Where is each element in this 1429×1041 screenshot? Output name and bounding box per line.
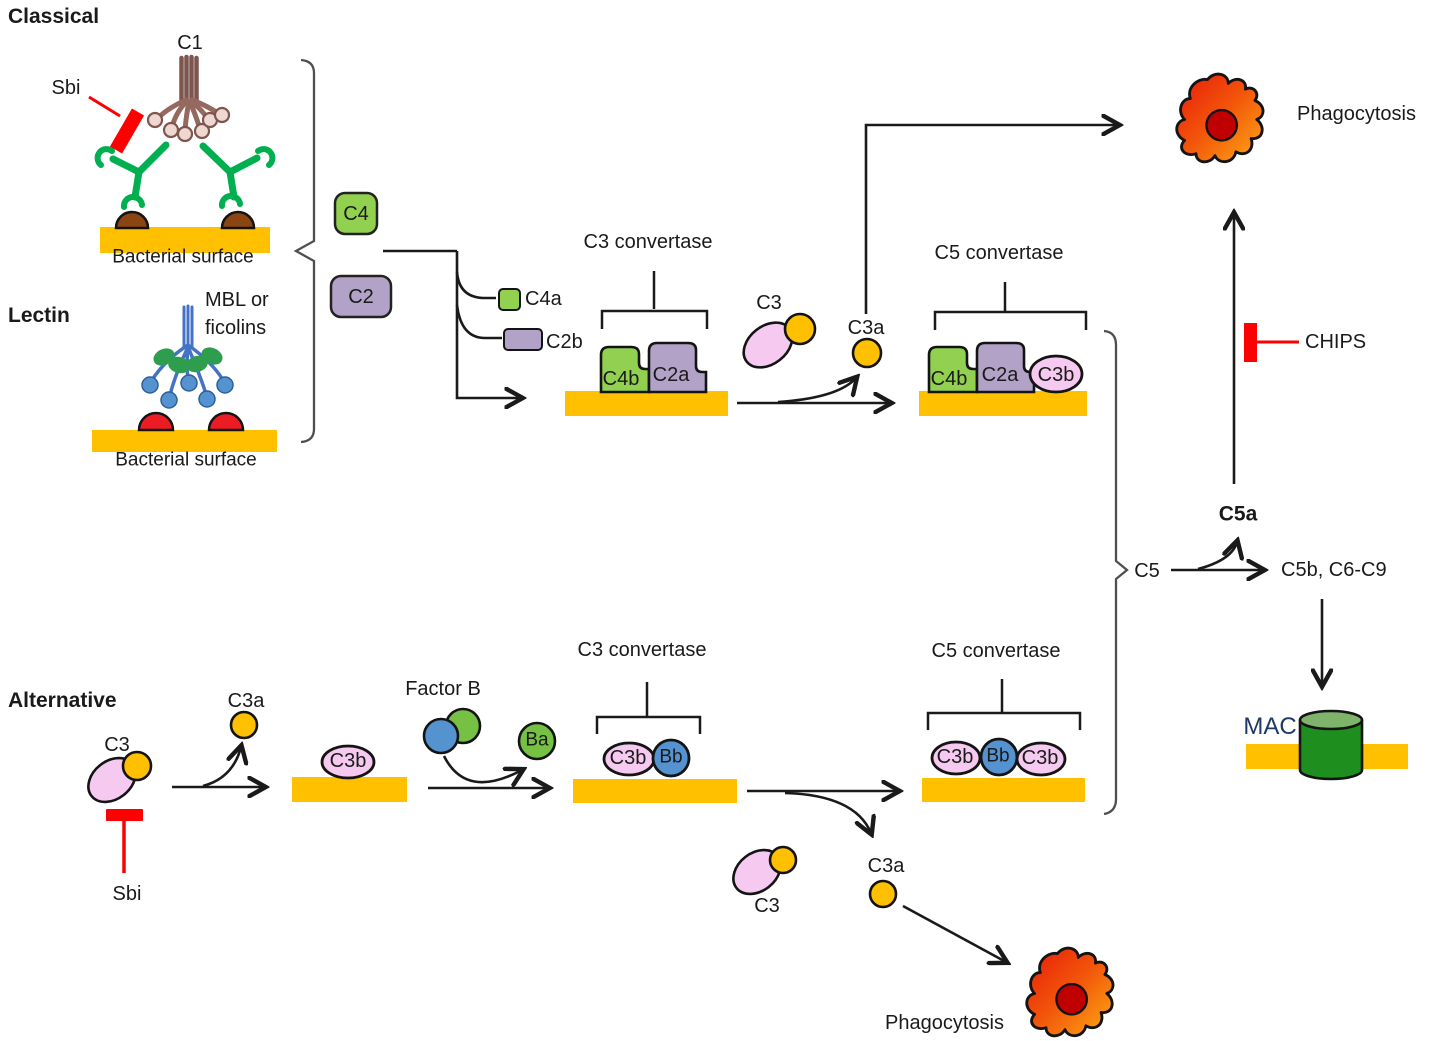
mac-pore	[1298, 709, 1364, 781]
c2-label: C2	[348, 286, 374, 308]
lectin-antigens	[137, 411, 245, 432]
surface-c3conv-top	[565, 391, 728, 416]
classical-title: Classical	[8, 5, 100, 28]
c3b-label-c5bot-1: C3b	[936, 746, 974, 768]
c3-convertase-bottom-bracket	[595, 682, 702, 734]
bb-label-bottom: Bb	[659, 746, 683, 768]
c3-convertase-label-bottom: C3 convertase	[577, 639, 707, 661]
c4a-fragment	[498, 288, 521, 311]
antibodies	[94, 141, 276, 210]
phagocytosis-label-bottom: Phagocytosis	[885, 1012, 1004, 1034]
arrow-to-phagocytosis-top	[864, 125, 1118, 314]
surface-lectin	[92, 430, 277, 452]
surface-c5conv-top	[919, 391, 1087, 416]
bb-label-c5bot: Bb	[986, 745, 1010, 767]
bacterial-surface-label-lectin: Bacterial surface	[115, 449, 257, 471]
factor-b-complex	[422, 707, 482, 755]
c4b-label-c5: C4b	[930, 368, 968, 390]
c3a-label-alt: C3a	[227, 690, 265, 712]
sbi-label-bottom: Sbi	[112, 883, 142, 905]
c5-convertase-top-bracket	[933, 282, 1088, 330]
c3-cleavage-arrows-top	[737, 378, 890, 403]
c2a-label-c5: C2a	[981, 364, 1019, 386]
c3-label-mid: C3	[754, 895, 780, 917]
c3a-label-top: C3a	[847, 317, 885, 339]
c3a-fragment-alt	[229, 710, 259, 740]
mbl-complex	[141, 304, 234, 409]
phagocyte-cell-top	[1175, 72, 1265, 164]
c2b-fragment	[503, 328, 543, 351]
c4-box	[333, 191, 379, 236]
c4a-label: C4a	[525, 288, 562, 310]
surface-alt-c3b	[292, 777, 407, 802]
sbi-label-top: Sbi	[51, 77, 81, 99]
c3b-on-surface	[320, 744, 376, 780]
bottom-c3-cleavage-arrows	[747, 791, 898, 833]
sbi-inhibitor-top	[88, 95, 145, 154]
ba-fragment	[517, 721, 557, 761]
c5-convertases-bracket	[1103, 329, 1129, 816]
c3-convertase-top-bracket	[600, 271, 709, 329]
alt-cleavage-arrows	[172, 747, 264, 787]
factor-b-arrows	[428, 755, 548, 788]
c5-label: C5	[1134, 560, 1160, 582]
c1-complex	[146, 54, 231, 143]
c5-convertase-bottom-bracket	[926, 679, 1082, 730]
c3a-fragment-top	[851, 337, 883, 369]
c3-molecule-alt	[87, 750, 153, 804]
classical-flow-lines	[383, 249, 521, 398]
c3-molecule-mid	[732, 845, 798, 896]
c5-convertase-bottom-shapes	[930, 737, 1067, 777]
c2a-label-top: C2a	[652, 364, 690, 386]
surface-c5conv-bottom	[922, 778, 1085, 802]
factor-b-label: Factor B	[405, 678, 481, 700]
c4b-label-top: C4b	[602, 368, 640, 390]
c1-label: C1	[177, 32, 203, 54]
sbi-inhibitor-bottom	[106, 809, 143, 873]
c3b-shape-c5-top	[1028, 354, 1084, 394]
c5-cleavage-arrows	[1171, 542, 1263, 570]
mac-label: MAC	[1243, 712, 1297, 740]
classical-antigens	[114, 210, 256, 230]
ba-label: Ba	[525, 729, 549, 751]
c3-convertase-label-top: C3 convertase	[583, 231, 713, 253]
c3b-label-bottom: C3b	[609, 747, 647, 769]
lectin-title: Lectin	[8, 304, 70, 327]
c4-label: C4	[343, 203, 369, 225]
phagocyte-cell-bottom	[1025, 946, 1115, 1038]
c3b-label-c5bot-2: C3b	[1021, 747, 1059, 769]
chips-inhibitor	[1244, 323, 1299, 362]
c3a-label-mid: C3a	[867, 855, 905, 877]
c3-label-alt: C3	[104, 734, 130, 756]
c5b-c6-c9-label: C5b, C6-C9	[1281, 559, 1387, 581]
c5a-label: C5a	[1218, 502, 1258, 526]
phagocytosis-label-top: Phagocytosis	[1297, 103, 1416, 125]
bb-shape-bottom	[651, 738, 691, 778]
arrow-to-phagocytosis-bottom	[902, 904, 1006, 962]
chips-label: CHIPS	[1305, 331, 1367, 353]
c5-convertase-label-bottom: C5 convertase	[931, 640, 1061, 662]
classical-lectin-bracket	[293, 58, 316, 444]
bacterial-surface-label-classical: Bacterial surface	[112, 246, 254, 268]
bacterial-surfaces	[92, 227, 1408, 803]
surface-classical	[100, 227, 270, 253]
c2b-label: C2b	[546, 331, 583, 353]
c2-box	[329, 274, 393, 319]
c3-label-top: C3	[756, 292, 782, 314]
alternative-title: Alternative	[8, 689, 117, 712]
c3b-label-c5: C3b	[1037, 364, 1075, 386]
mbl-label: MBL or ficolins	[205, 289, 269, 339]
surface-c3conv-bottom	[573, 779, 737, 803]
c5-convertase-label-top: C5 convertase	[934, 242, 1064, 264]
c3a-fragment-mid	[868, 879, 898, 909]
c3b-label-surface: C3b	[329, 750, 367, 772]
c3-molecule-top	[742, 312, 817, 369]
